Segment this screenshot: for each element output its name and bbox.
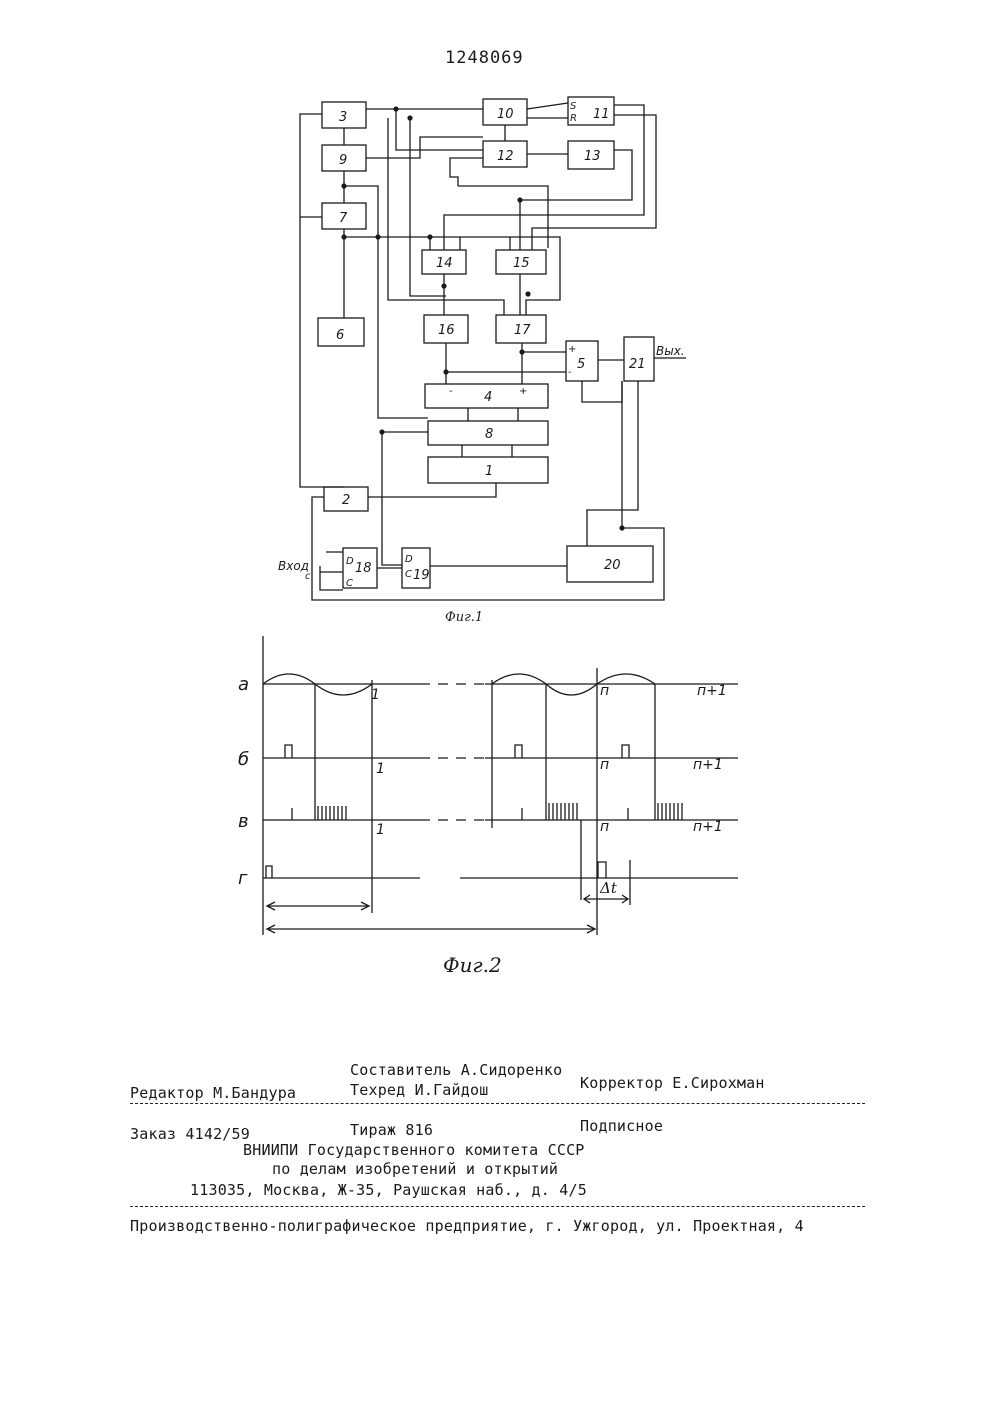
editor-line: Редактор М.Бандура bbox=[130, 1084, 296, 1102]
block-label-15: 15 bbox=[513, 256, 530, 271]
figure-2-timing-diagram: а б в г 1 п п+1 1 п п+1 1 п п+1 Δt Фиг.2 bbox=[0, 630, 1000, 990]
institute-line-2: по делам изобретений и открытий bbox=[272, 1160, 558, 1178]
port-s: S bbox=[570, 101, 577, 112]
block-label-9: 9 bbox=[339, 153, 347, 168]
block-label-16: 16 bbox=[438, 323, 455, 338]
port-c-19: C bbox=[405, 569, 412, 580]
block-label-12: 12 bbox=[497, 149, 514, 164]
block-label-10: 10 bbox=[497, 107, 514, 122]
block-label-18: 18 bbox=[355, 561, 372, 576]
order-line: Заказ 4142/59 bbox=[130, 1125, 250, 1143]
row-a-mark-1: 1 bbox=[371, 687, 380, 703]
divider-1 bbox=[130, 1103, 865, 1104]
port-plus-5: + bbox=[568, 344, 576, 355]
block-label-7: 7 bbox=[339, 211, 348, 226]
printer-line: Производственно-полиграфическое предприя… bbox=[130, 1217, 804, 1235]
delta-t-label: Δt bbox=[599, 879, 618, 897]
block-label-8: 8 bbox=[485, 427, 493, 442]
compiler-line: Составитель А.Сидоренко bbox=[350, 1061, 562, 1079]
row-v-mark-1: 1 bbox=[376, 822, 385, 838]
block-label-14: 14 bbox=[436, 256, 453, 271]
row-b-mark-n: п bbox=[600, 757, 609, 773]
block-label-6: 6 bbox=[336, 328, 344, 343]
row-label-g: г bbox=[238, 868, 248, 889]
block-label-19: 19 bbox=[413, 568, 430, 583]
block-label-3: 3 bbox=[339, 110, 347, 125]
port-r: R bbox=[570, 113, 577, 124]
circulation-line: Тираж 816 bbox=[350, 1121, 433, 1139]
subscription-line: Подписное bbox=[580, 1117, 663, 1135]
input-sub-label: с bbox=[305, 571, 311, 582]
port-plus-4: + bbox=[519, 386, 527, 397]
block-label-13: 13 bbox=[584, 149, 601, 164]
figure-2-caption: Фиг.2 bbox=[443, 953, 502, 977]
port-c-18: C bbox=[346, 578, 353, 589]
port-d-19: D bbox=[405, 554, 413, 565]
row-label-v: в bbox=[238, 811, 249, 832]
block-label-4: 4 bbox=[484, 390, 492, 405]
row-v-mark-n: п bbox=[600, 819, 609, 835]
block-label-17: 17 bbox=[514, 323, 531, 338]
block-label-5: 5 bbox=[577, 357, 585, 372]
block-label-1: 1 bbox=[485, 464, 493, 479]
techred-line: Техред И.Гайдош bbox=[350, 1081, 488, 1099]
block-label-21: 21 bbox=[629, 357, 646, 372]
row-a-mark-n1: п+1 bbox=[697, 683, 727, 699]
row-b-mark-n1: п+1 bbox=[693, 757, 723, 773]
block-label-2: 2 bbox=[342, 493, 350, 508]
row-v-mark-n1: п+1 bbox=[693, 819, 723, 835]
corrector-line: Корректор Е.Сирохман bbox=[580, 1074, 765, 1092]
row-a-mark-n: п bbox=[600, 683, 609, 699]
address-line: 113035, Москва, Ж-35, Раушская наб., д. … bbox=[190, 1181, 587, 1199]
block-label-20: 20 bbox=[604, 558, 621, 573]
row-b-mark-1: 1 bbox=[376, 761, 385, 777]
figure-1-caption: Фиг.1 bbox=[445, 610, 483, 625]
row-label-a: а bbox=[238, 674, 249, 695]
figure-1-block-diagram: 3 9 7 6 10 11 12 13 14 15 16 17 4 8 1 2 … bbox=[0, 0, 1000, 640]
output-label: Вых. bbox=[656, 344, 685, 358]
port-minus-5: - bbox=[568, 367, 572, 378]
divider-2 bbox=[130, 1206, 865, 1207]
institute-line: ВНИИПИ Государственного комитета СССР bbox=[243, 1141, 585, 1159]
port-minus-4: - bbox=[449, 386, 453, 397]
row-label-b: б bbox=[238, 749, 249, 770]
block-label-11: 11 bbox=[593, 107, 610, 122]
port-d-18: D bbox=[346, 556, 354, 567]
